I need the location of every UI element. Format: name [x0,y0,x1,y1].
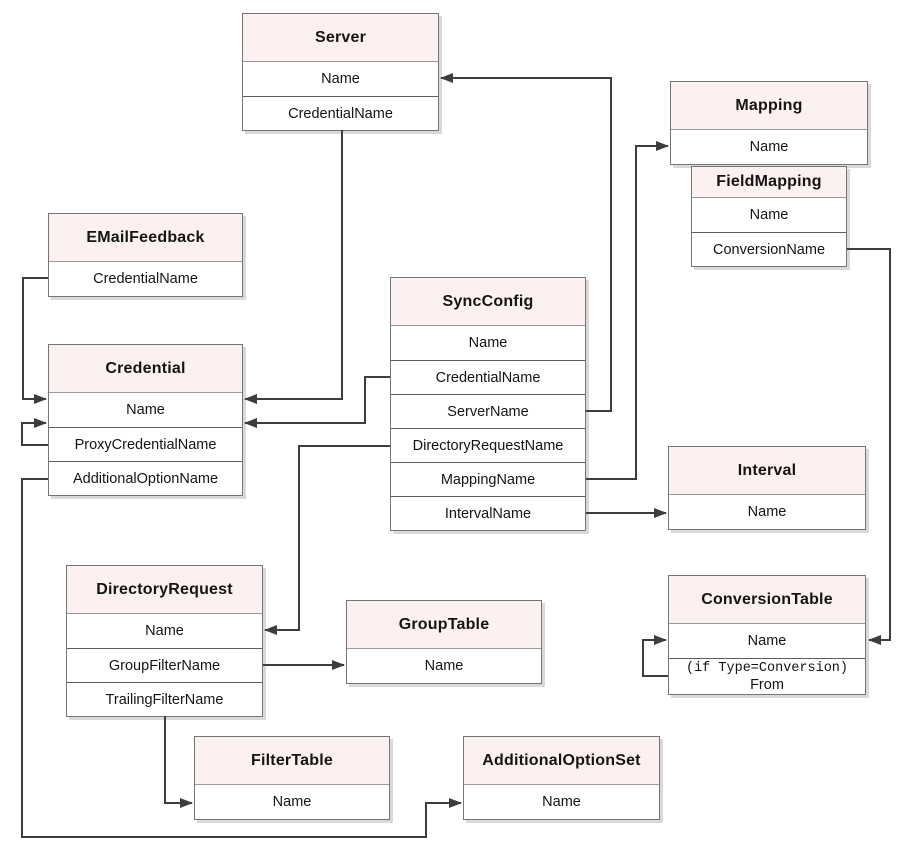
attribute-row: Name [692,198,846,232]
entity-additionaloptionset: AdditionalOptionSet Name [463,736,660,820]
attribute-row: Name [669,495,865,529]
entity-title: EMailFeedback [49,214,242,262]
attribute-row: GroupFilterName [67,648,262,682]
attribute-row: Name [464,785,659,819]
entity-conversiontable: ConversionTable Name (if Type=Conversion… [668,575,866,695]
entity-title: AdditionalOptionSet [464,737,659,785]
attribute-row: ServerName [391,394,585,428]
attribute-row: TrailingFilterName [67,682,262,716]
entity-directoryrequest: DirectoryRequest Name GroupFilterName Tr… [66,565,263,717]
attribute-row: ConversionName [692,232,846,266]
attribute-row: ProxyCredentialName [49,427,242,461]
entity-credential: Credential Name ProxyCredentialName Addi… [48,344,243,496]
entity-title: Mapping [671,82,867,130]
entity-interval: Interval Name [668,446,866,530]
entity-title: SyncConfig [391,278,585,326]
attribute-row: Name [669,624,865,658]
entity-filtertable: FilterTable Name [194,736,390,820]
entity-title: Server [243,14,438,62]
attribute-row: CredentialName [243,96,438,130]
entity-syncconfig: SyncConfig Name CredentialName ServerNam… [390,277,586,531]
attribute-row: Name [671,130,867,164]
attribute-row-conditional: (if Type=Conversion) From [669,658,865,694]
entity-grouptable: GroupTable Name [346,600,542,684]
entity-emailfeedback: EMailFeedback CredentialName [48,213,243,297]
attribute-row: DirectoryRequestName [391,428,585,462]
attribute-row: Name [67,614,262,648]
entity-title: Credential [49,345,242,393]
edge-server-credentialname-to-credential-name [244,130,343,404]
edge-syncconfig-mappingname-to-mapping-name [586,141,669,480]
entity-title: DirectoryRequest [67,566,262,614]
edge-credential-proxycredentialname-to-credential-name [21,418,48,446]
condition-text: (if Type=Conversion) [685,660,849,676]
attribute-row: Name [195,785,389,819]
edge-syncconfig-credentialname-to-credential-name [244,376,390,428]
entity-title: ConversionTable [669,576,865,624]
edge-conversiontable-from-to-conversiontable-name [642,635,668,677]
attribute-row: CredentialName [49,262,242,296]
entity-mapping: Mapping Name [670,81,868,165]
attribute-row: MappingName [391,462,585,496]
attribute-row: Name [391,326,585,360]
attribute-row: Name [49,393,242,427]
attribute-row: AdditionalOptionName [49,461,242,495]
attribute-row: IntervalName [391,496,585,530]
entity-title: FilterTable [195,737,389,785]
attribute-row: Name [347,649,541,683]
entity-title: Interval [669,447,865,495]
attribute-row: Name [243,62,438,96]
attribute-row: CredentialName [391,360,585,394]
attribute-label: From [750,676,784,693]
entity-server: Server Name CredentialName [242,13,439,131]
entity-title: GroupTable [347,601,541,649]
edge-directoryrequest-trailingfiltername-to-filtertable-name [164,716,193,808]
entity-fieldmapping: FieldMapping Name ConversionName [691,166,847,267]
edge-emailfeedback-credentialname-to-credential-name [22,277,48,404]
entity-title: FieldMapping [692,167,846,198]
